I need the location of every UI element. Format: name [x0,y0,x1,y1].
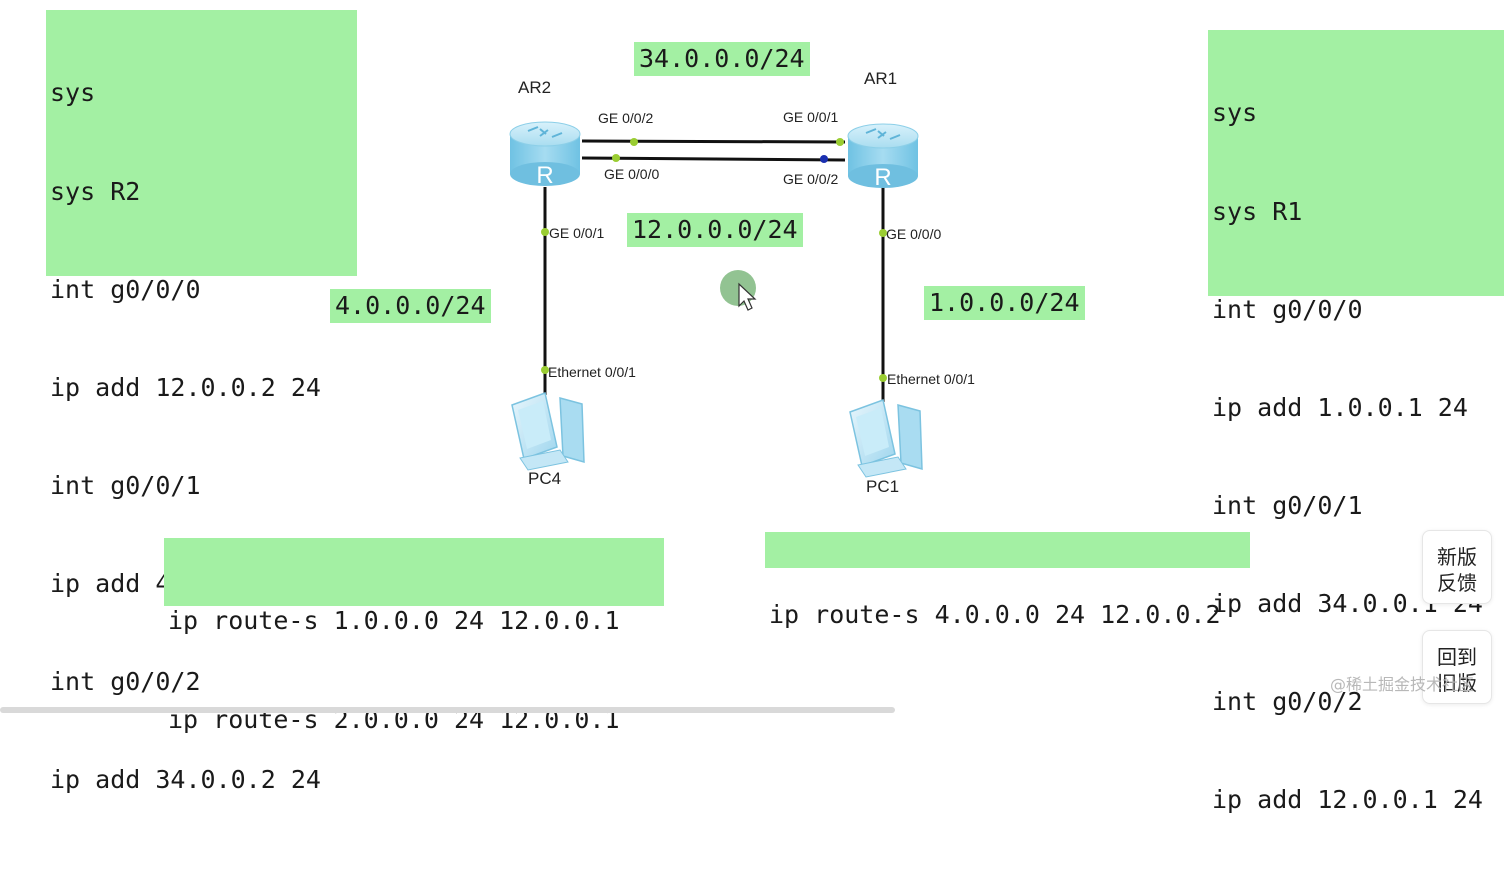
port-label: Ethernet 0/0/1 [548,364,636,380]
port-dot [630,138,638,146]
feedback-button-line1: 新版 [1437,545,1477,569]
config-line: sys R2 [50,176,141,206]
port-label: GE 0/0/0 [604,166,660,182]
watermark: @稀土掘金技术社区 [1330,675,1475,694]
topology-diagram: R R [509,121,923,478]
config-line: sys [50,78,96,108]
route-line: ip route-s 4.0.0.0 24 12.0.0.2 [769,600,1221,630]
r2-routes-block: ip route-s 1.0.0.0 24 12.0.0.1 ip route-… [164,538,664,734]
port-dot [541,228,549,236]
port-label: GE 0/0/2 [598,110,654,126]
config-line: int g0/0/2 [1212,686,1363,716]
device-name-ar1: AR1 [864,69,898,88]
subnet-label-4: 4.0.0.0/24 [330,289,491,323]
route-line: ip route-s 1.0.0.0 24 12.0.0.1 [168,606,620,636]
back-button-line1: 回到 [1437,645,1477,669]
r2-config-block: sys sys R2 int g0/0/0 ip add 12.0.0.2 24… [46,10,357,794]
r1-routes-block: ip route-s 4.0.0.0 24 12.0.0.2 [765,532,1250,629]
port-dot [836,138,844,146]
link-ar2-ar1-upper [581,139,846,144]
port-dot [612,154,620,162]
subnet-label-1: 1.0.0.0/24 [924,286,1085,320]
router-glyph: R [874,164,891,191]
config-line: sys R1 [1212,196,1303,226]
back-button-line2: 旧版 [1437,671,1477,695]
feedback-button-line2: 反馈 [1437,571,1477,595]
device-name-pc4: PC4 [528,469,562,488]
router-ar2-icon[interactable] [509,121,581,186]
pc4-icon[interactable] [511,392,585,471]
port-label: GE 0/0/2 [783,171,839,187]
config-line: int g0/0/1 [1212,490,1363,520]
config-line: int g0/0/0 [1212,294,1363,324]
config-line: int g0/0/0 [50,274,201,304]
router-glyph: R [536,162,553,189]
port-label: GE 0/0/0 [886,226,942,242]
config-line: sys [1212,98,1258,128]
port-label: GE 0/0/1 [549,225,605,241]
port-dot [879,374,887,382]
config-line: ip add 12.0.0.2 24 [50,372,321,402]
port-label: GE 0/0/1 [783,109,839,125]
port-dot [541,366,549,374]
config-line: int g0/0/2 [50,666,201,696]
router-ar1-icon[interactable] [847,123,919,188]
port-dot [820,155,828,163]
cursor-pointer-icon [738,282,757,311]
r1-config-block: sys sys R1 int g0/0/0 ip add 1.0.0.1 24 … [1208,30,1504,814]
back-to-old-version-button[interactable]: 回到 旧版 [1422,630,1492,704]
feedback-button[interactable]: 新版 反馈 [1422,530,1492,604]
horizontal-scrollbar[interactable] [0,707,895,713]
device-name-ar2: AR2 [518,78,552,97]
cursor-highlight [720,270,756,306]
port-dot [879,229,887,237]
config-line: ip add 1.0.0.1 24 [1212,392,1468,422]
device-name-pc1: PC1 [866,477,900,496]
port-label: Ethernet 0/0/1 [887,371,975,387]
subnet-label-12: 12.0.0.0/24 [627,213,803,247]
topology-canvas: R R sys sys R2 int g0/0/0 [0,10,1504,814]
link-ar2-ar1-lower [581,156,846,162]
config-line: ip add 34.0.0.2 24 [50,765,321,795]
pc1-icon[interactable] [849,399,923,478]
config-line: ip add 12.0.0.1 24 [1212,785,1483,815]
config-line: int g0/0/1 [50,470,201,500]
subnet-label-34: 34.0.0.0/24 [634,42,810,76]
